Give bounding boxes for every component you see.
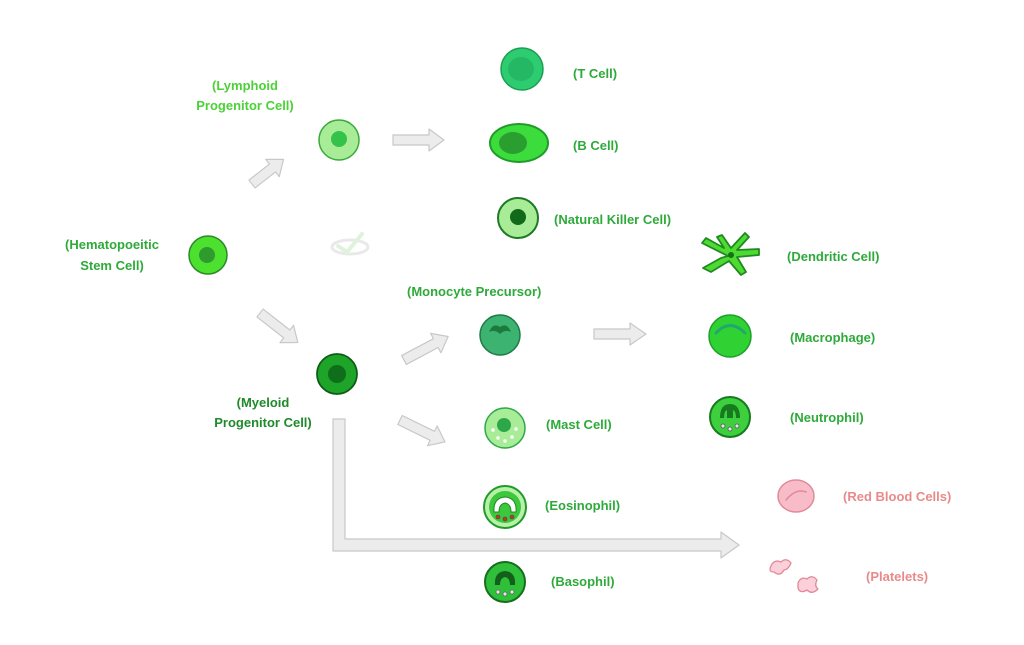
myeloid-progenitor-cell	[316, 353, 358, 395]
arrow-myeloid-to-granulocytes	[397, 414, 446, 447]
macrophage-cell	[708, 314, 752, 358]
dendritic-cell	[701, 232, 760, 276]
red-blood-cell	[777, 479, 815, 513]
red-blood-cells-label: (Red Blood Cells)	[843, 489, 951, 504]
arrow-hsc-to-myeloid	[256, 308, 299, 344]
arrows	[248, 128, 740, 559]
dendritic-cell-label: (Dendritic Cell)	[787, 249, 879, 264]
b-cell-label: (B Cell)	[573, 138, 619, 153]
lymphoid-label-line1: (Lymphoid	[212, 78, 278, 93]
hsc-cell	[188, 235, 228, 275]
b-cell	[489, 123, 549, 163]
myeloid-label-line1: (Myeloid	[237, 395, 290, 410]
t-cell-label: (T Cell)	[573, 66, 617, 81]
arrow-lymphoid-to-lymphocytes	[392, 128, 445, 152]
arrow-monocyte-to-macrophage	[593, 322, 647, 346]
neutrophil-cell	[709, 396, 751, 438]
nk-cell	[497, 197, 539, 239]
monocyte-precursor-cell	[479, 314, 521, 356]
labels: (Hematopoeitic Stem Cell) (Lymphoid Prog…	[65, 66, 951, 589]
arrow-hsc-to-lymphoid	[248, 158, 285, 189]
platelets-label: (Platelets)	[866, 569, 928, 584]
basophil-label: (Basophil)	[551, 574, 615, 589]
macrophage-label: (Macrophage)	[790, 330, 875, 345]
t-cell	[500, 47, 544, 91]
eosinophil-label: (Eosinophil)	[545, 498, 620, 513]
lymphoid-progenitor-cell	[318, 119, 360, 161]
monocyte-precursor-label: (Monocyte Precursor)	[407, 284, 541, 299]
neutrophil-label: (Neutrophil)	[790, 410, 864, 425]
hsc-label-line2: Stem Cell)	[80, 258, 144, 273]
nk-cell-label: (Natural Killer Cell)	[554, 212, 671, 227]
decorative-mark	[330, 232, 370, 256]
hsc-label-line1: (Hematopoeitic	[65, 237, 159, 252]
myeloid-label-line2: Progenitor Cell)	[214, 415, 312, 430]
mast-cell-label: (Mast Cell)	[546, 417, 612, 432]
lymphoid-label-line2: Progenitor Cell)	[196, 98, 294, 113]
eosinophil-cell	[483, 485, 527, 529]
arrow-myeloid-to-monocyte	[401, 332, 449, 366]
mast-cell	[484, 407, 526, 449]
basophil-cell	[484, 561, 526, 603]
arrow-myeloid-to-rbc-platelets	[332, 418, 740, 559]
platelets	[769, 559, 819, 593]
